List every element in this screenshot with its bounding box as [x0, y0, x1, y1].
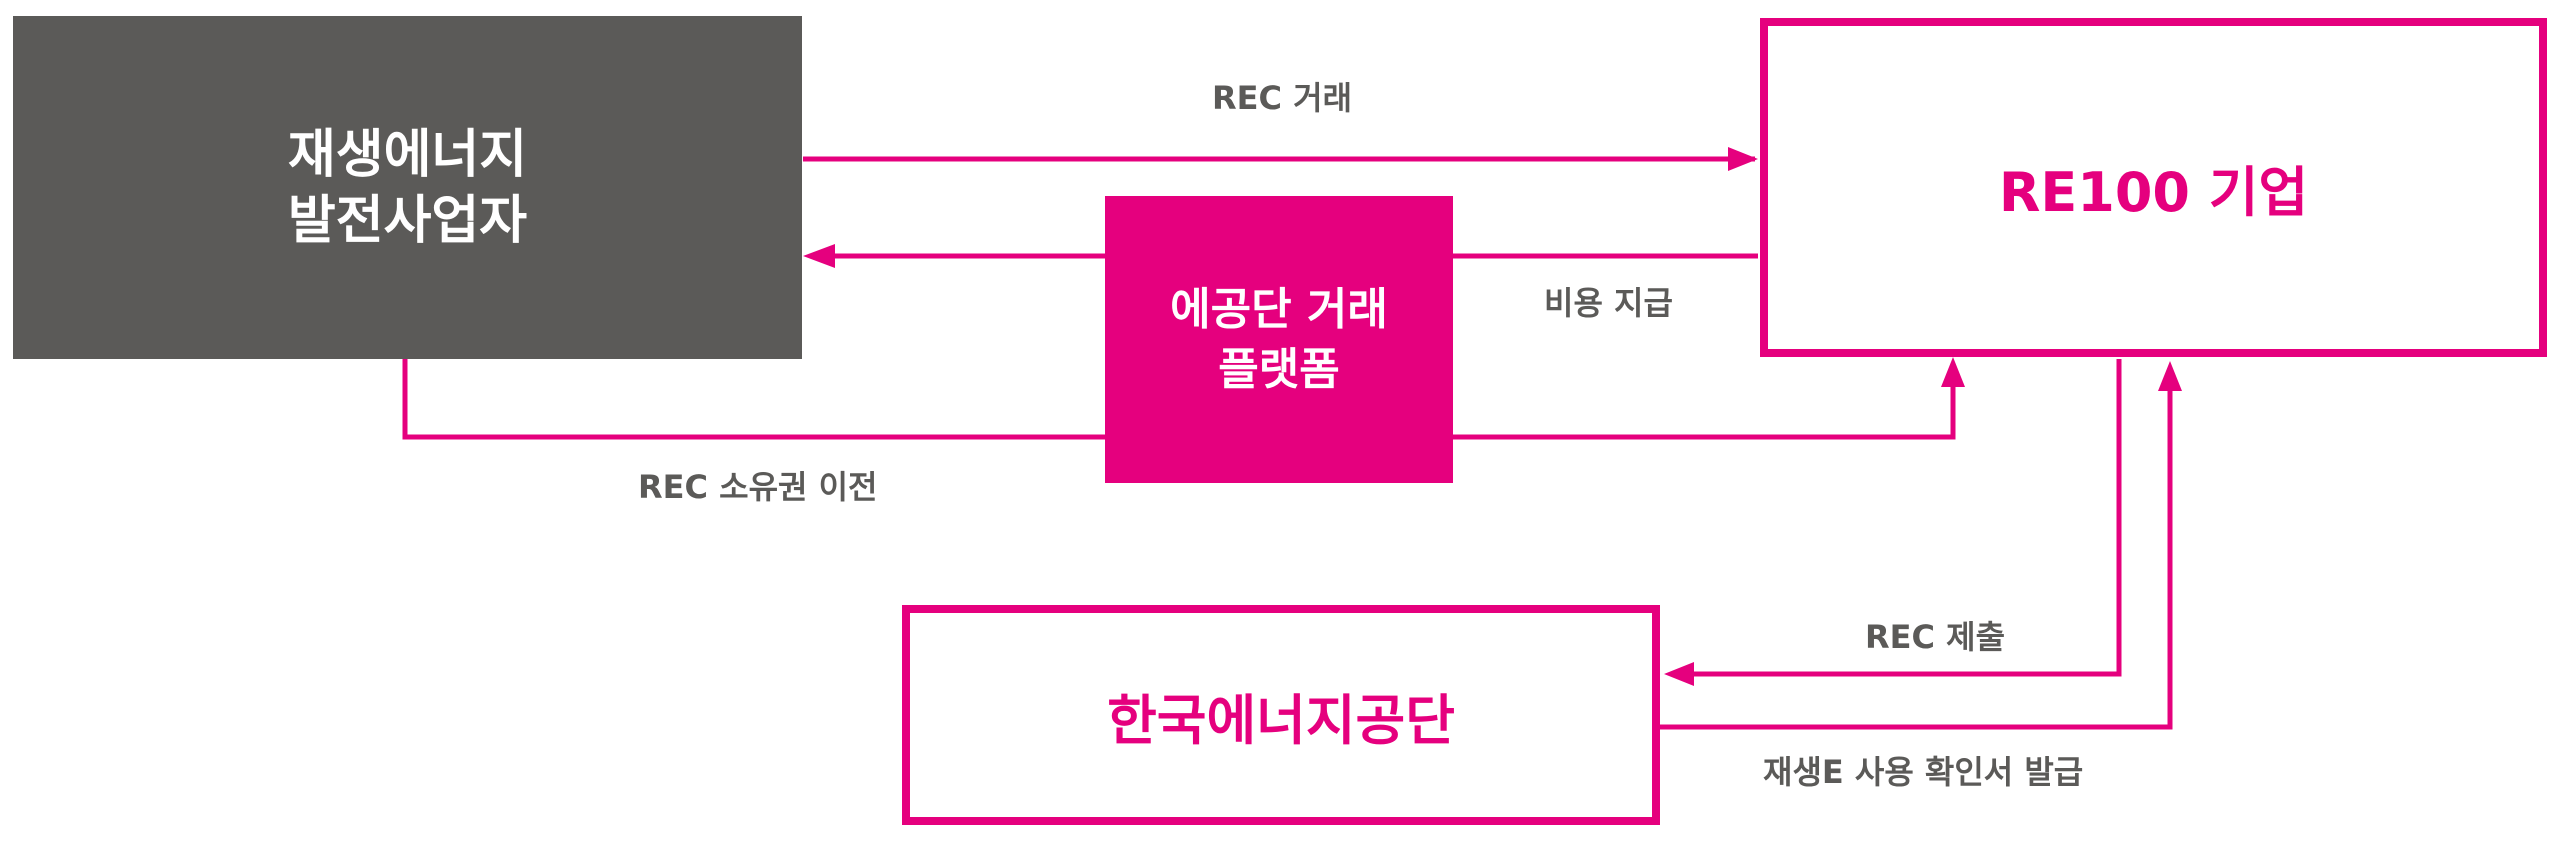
arrowhead-ownership [1941, 357, 1965, 387]
arrow-ownership-right-segment [1453, 366, 1956, 440]
node-trading-platform: 에공단 거래 플랫폼 [1105, 196, 1453, 483]
node-trading-platform-line1: 에공단 거래 [1170, 283, 1388, 335]
node-renewable-producer-line2: 발전사업자 [287, 190, 528, 251]
edge-label-rec-submit: REC 제출 [1865, 618, 2006, 656]
arrowhead-rec-submit [1664, 662, 1694, 686]
edge-label-ownership-transfer: REC 소유권 이전 [638, 468, 878, 506]
node-re100-company-label: RE100 기업 [1998, 161, 2309, 224]
arrowhead-payment [803, 244, 835, 268]
node-korea-energy-agency: 한국에너지공단 [902, 605, 1660, 825]
arrow-certificate-issue [1660, 370, 2173, 730]
arrowhead-rec-trade [1728, 147, 1758, 171]
arrow-rec-submit [1672, 359, 2122, 677]
edge-label-rec-trade: REC 거래 [1212, 79, 1353, 117]
arrow-ownership-left-segment [402, 359, 1105, 440]
node-trading-platform-line2: 플랫폼 [1218, 343, 1340, 395]
node-re100-company: RE100 기업 [1760, 18, 2547, 357]
node-renewable-producer-line1: 재생에너지 [287, 124, 528, 185]
node-renewable-producer: 재생에너지 발전사업자 [13, 16, 802, 359]
node-korea-energy-agency-label: 한국에너지공단 [1107, 688, 1455, 752]
arrowhead-certificate-issue [2158, 361, 2182, 391]
edge-label-payment: 비용 지급 [1544, 284, 1673, 322]
edge-label-certificate-issue: 재생E 사용 확인서 발급 [1763, 753, 2084, 791]
